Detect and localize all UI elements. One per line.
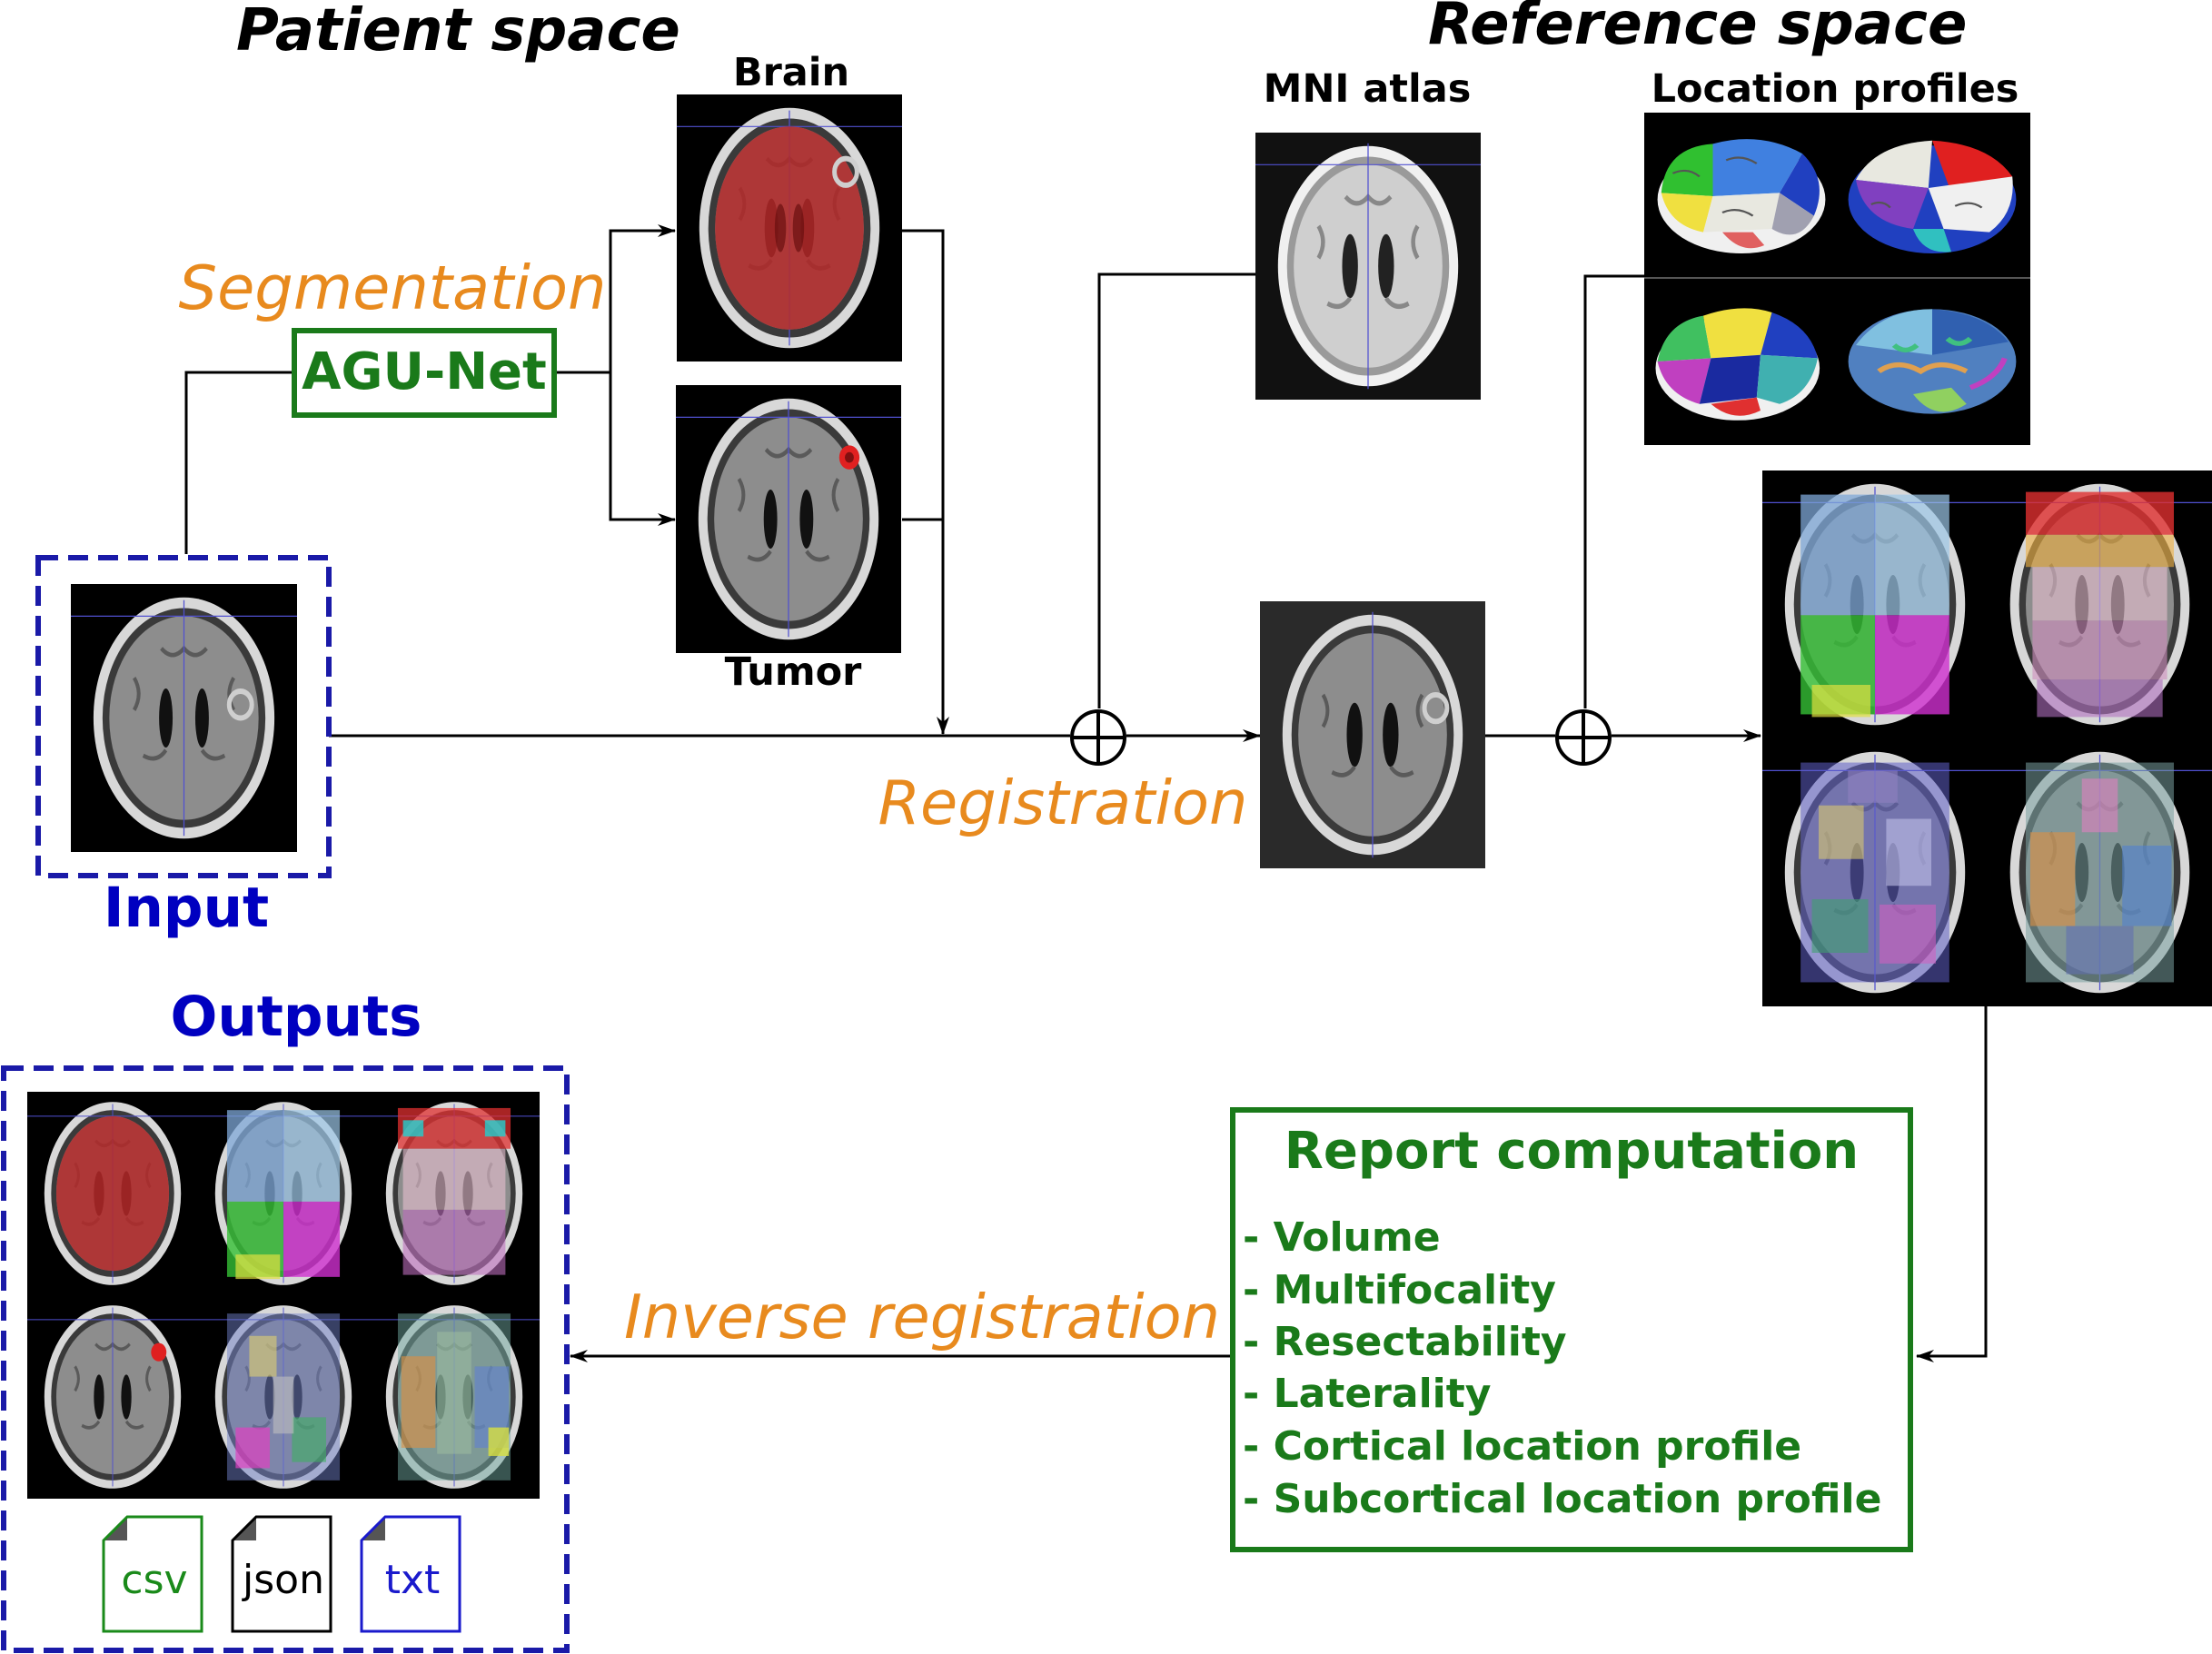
report-title: Report computation xyxy=(1285,1122,1859,1181)
report-item: - Subcortical location profile xyxy=(1243,1476,1881,1522)
brain-3d-render-icon xyxy=(1646,280,1837,443)
json-file-label: json xyxy=(242,1557,324,1603)
combine-operator-2 xyxy=(1555,709,1612,766)
txt-file-label: txt xyxy=(385,1557,441,1603)
outputs-grid xyxy=(25,1090,541,1500)
location-profiles-label: Location profiles xyxy=(1652,66,2019,112)
brain-label: Brain xyxy=(733,50,849,95)
report-item: - Resectability xyxy=(1243,1319,1567,1365)
segmentation-label: Segmentation xyxy=(179,253,607,323)
tumor-mask-image xyxy=(676,385,901,653)
profiles-to-combine-line xyxy=(1583,274,1644,708)
registration-label: Registration xyxy=(878,768,1247,838)
location-profiles-panel xyxy=(1644,113,2030,445)
report-box xyxy=(1230,1107,1913,1552)
csv-file-icon: csv xyxy=(102,1515,203,1633)
agunet-box xyxy=(292,328,557,418)
outputs-box xyxy=(1,1065,570,1653)
tumor-label: Tumor xyxy=(725,649,863,695)
reference-space-heading: Reference space xyxy=(1428,0,1967,58)
brain-3d-render-icon xyxy=(1837,280,2028,443)
brain-3d-render-icon xyxy=(1835,113,2029,280)
json-file-icon: json xyxy=(231,1515,332,1633)
report-item: - Multifocality xyxy=(1243,1267,1556,1313)
report-item: - Laterality xyxy=(1243,1371,1491,1417)
connectors xyxy=(184,224,1988,1362)
arrow-to-tumor-mask xyxy=(609,372,676,526)
input-to-agunet-line xyxy=(184,371,295,554)
agunet-label: AGU-Net xyxy=(302,342,547,401)
mni-atlas-image xyxy=(1255,133,1482,400)
outputs-label: Outputs xyxy=(170,985,422,1049)
report-item: - Volume xyxy=(1243,1214,1441,1261)
input-label: Input xyxy=(104,876,269,940)
brain-mask-image xyxy=(677,94,902,362)
patient-space-heading: Patient space xyxy=(236,0,680,64)
csv-file-label: csv xyxy=(121,1557,187,1603)
txt-file-icon: txt xyxy=(360,1515,461,1633)
brain-3d-render-icon xyxy=(1644,113,1839,280)
report-items: - Volume - Multifocality - Resectability… xyxy=(1243,1214,1881,1522)
registered-mri-image xyxy=(1260,601,1485,868)
arrow-to-report xyxy=(1916,1006,1988,1362)
atlas-to-combine-line xyxy=(1097,272,1255,708)
mni-atlas-label: MNI atlas xyxy=(1264,66,1472,112)
input-mri-image xyxy=(71,584,297,852)
inverse-registration-label: Inverse registration xyxy=(624,1282,1220,1352)
input-box xyxy=(35,555,332,878)
report-item: - Cortical location profile xyxy=(1243,1423,1801,1470)
combine-operator-1 xyxy=(1070,709,1126,766)
parcellation-panel xyxy=(1762,470,2212,1006)
brain-mask-merge-line xyxy=(902,229,945,734)
arrow-to-brain-mask xyxy=(609,224,676,372)
